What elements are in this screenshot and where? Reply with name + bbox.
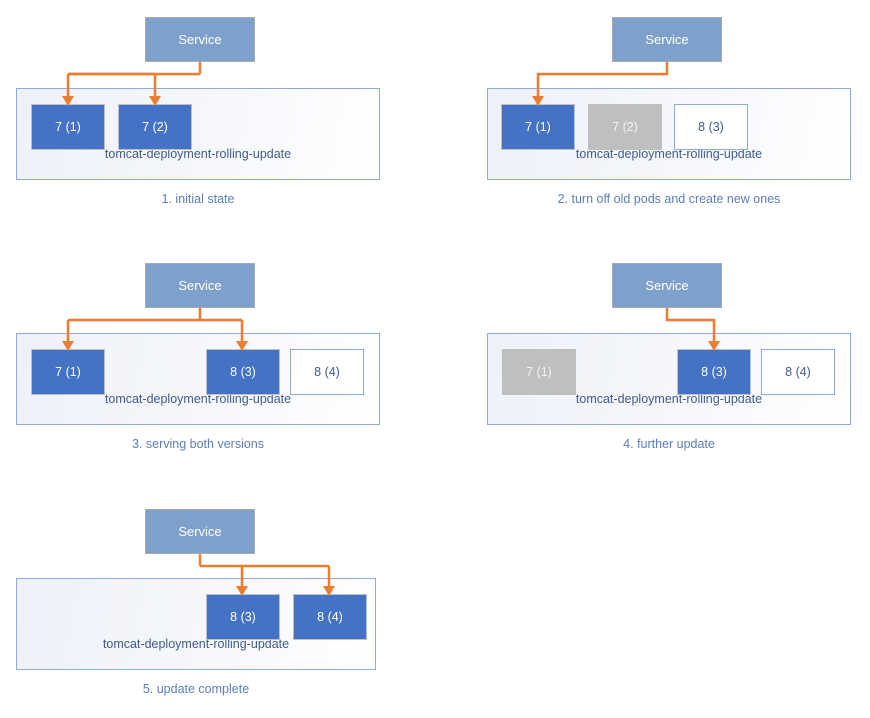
pod-box[interactable]: 7 (1): [31, 104, 105, 150]
pod-box[interactable]: 7 (2): [118, 104, 192, 150]
service-box-4[interactable]: Service: [612, 263, 722, 308]
panel-caption-4: 4. further update: [623, 437, 715, 451]
service-box-2[interactable]: Service: [612, 17, 722, 62]
pod-box[interactable]: 8 (4): [293, 594, 367, 640]
deployment-name-label-3: tomcat-deployment-rolling-update: [104, 392, 292, 406]
panel-caption-2: 2. turn off old pods and create new ones: [557, 192, 781, 206]
panel-caption-5: 5. update complete: [142, 682, 250, 696]
pod-box[interactable]: 8 (3): [206, 594, 280, 640]
service-box-5[interactable]: Service: [145, 509, 255, 554]
service-box-1[interactable]: Service: [145, 17, 255, 62]
pod-box[interactable]: 8 (3): [206, 349, 280, 395]
pod-box[interactable]: 8 (3): [677, 349, 751, 395]
pod-box[interactable]: 7 (1): [31, 349, 105, 395]
pod-box[interactable]: 7 (1): [502, 349, 576, 395]
panel-caption-3: 3. serving both versions: [131, 437, 264, 451]
deployment-name-label-1: tomcat-deployment-rolling-update: [104, 147, 292, 161]
deployment-name-label-4: tomcat-deployment-rolling-update: [575, 392, 763, 406]
panel-caption-1: 1. initial state: [161, 192, 235, 206]
deployment-name-label-2: tomcat-deployment-rolling-update: [575, 147, 763, 161]
pod-box[interactable]: 8 (3): [674, 104, 748, 150]
pod-box[interactable]: 8 (4): [290, 349, 364, 395]
pod-box[interactable]: 8 (4): [761, 349, 835, 395]
pod-box[interactable]: 7 (2): [588, 104, 662, 150]
pod-box[interactable]: 7 (1): [501, 104, 575, 150]
deployment-name-label-5: tomcat-deployment-rolling-update: [102, 637, 290, 651]
service-box-3[interactable]: Service: [145, 263, 255, 308]
